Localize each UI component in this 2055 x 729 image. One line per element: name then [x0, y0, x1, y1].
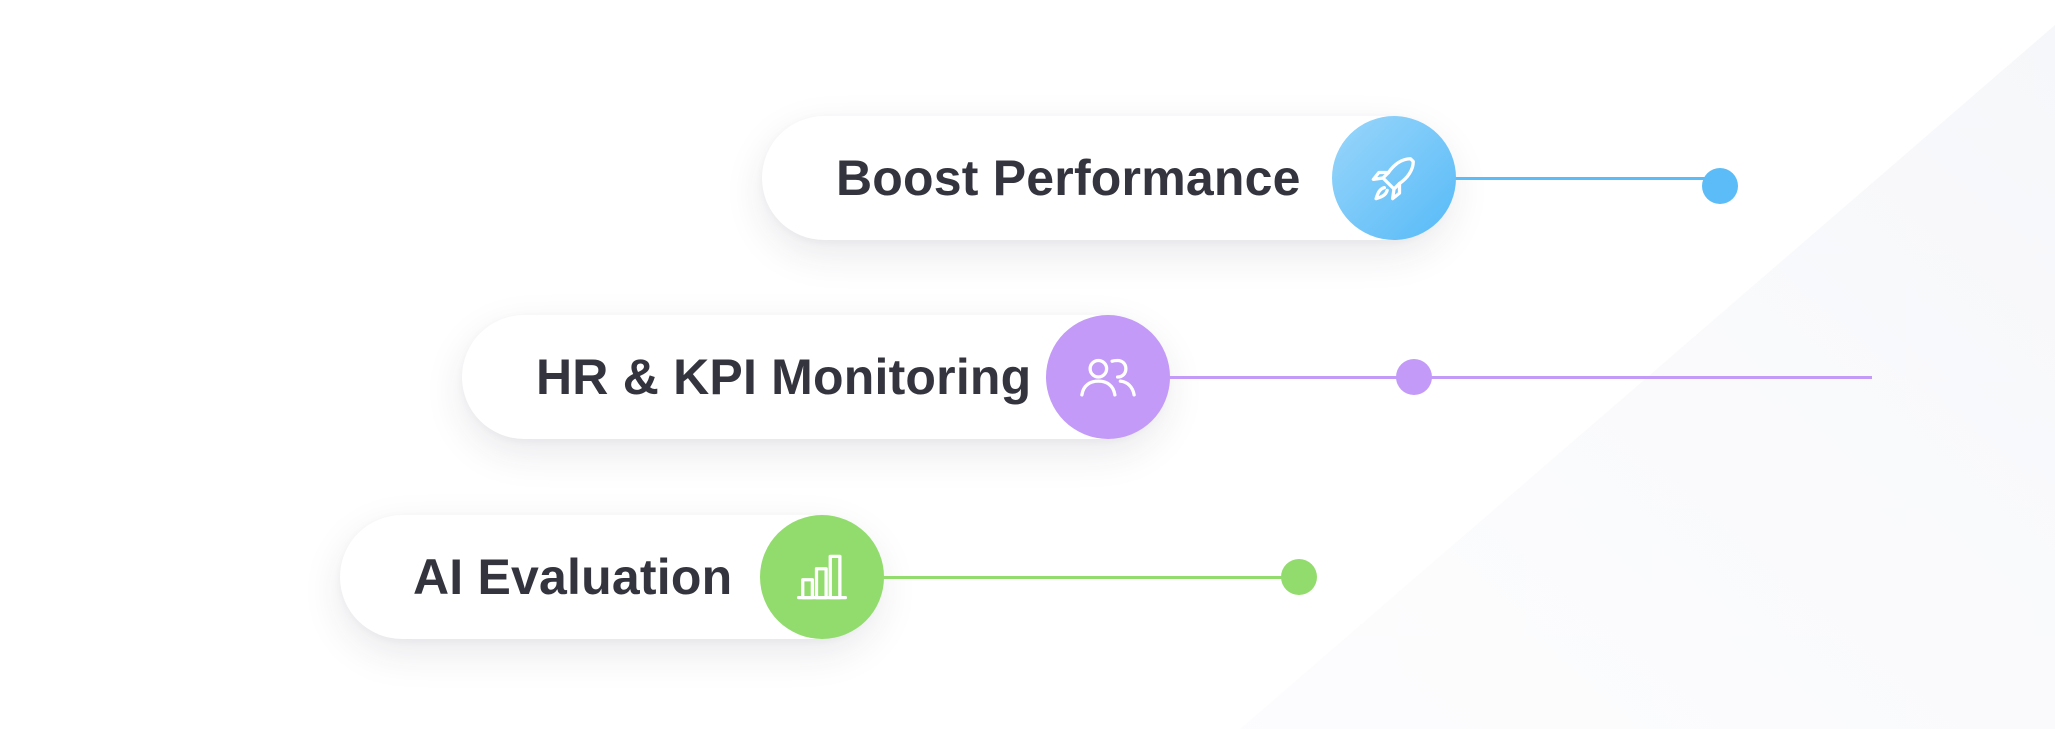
connector-line: [875, 576, 1295, 579]
item-ai-evaluation: AI Evaluation: [340, 515, 1340, 639]
item-label: AI Evaluation: [413, 549, 733, 605]
item-label: HR & KPI Monitoring: [536, 349, 1032, 405]
connector-line: [1162, 376, 1872, 379]
connector-line: [1448, 177, 1708, 180]
item-label: Boost Performance: [836, 150, 1301, 206]
connector-dot: [1396, 359, 1432, 395]
rocket-icon: [1371, 157, 1415, 201]
users-icon: [1080, 358, 1136, 397]
connector-dot: [1702, 168, 1738, 204]
bar-chart-icon: [796, 554, 848, 600]
connector-dot: [1281, 559, 1317, 595]
icon-badge: [1046, 315, 1170, 439]
item-hr-kpi-monitoring: HR & KPI Monitoring: [462, 315, 1872, 439]
icon-badge: [760, 515, 884, 639]
icon-badge: [1332, 116, 1456, 240]
item-boost-performance: Boost Performance: [762, 116, 1738, 240]
